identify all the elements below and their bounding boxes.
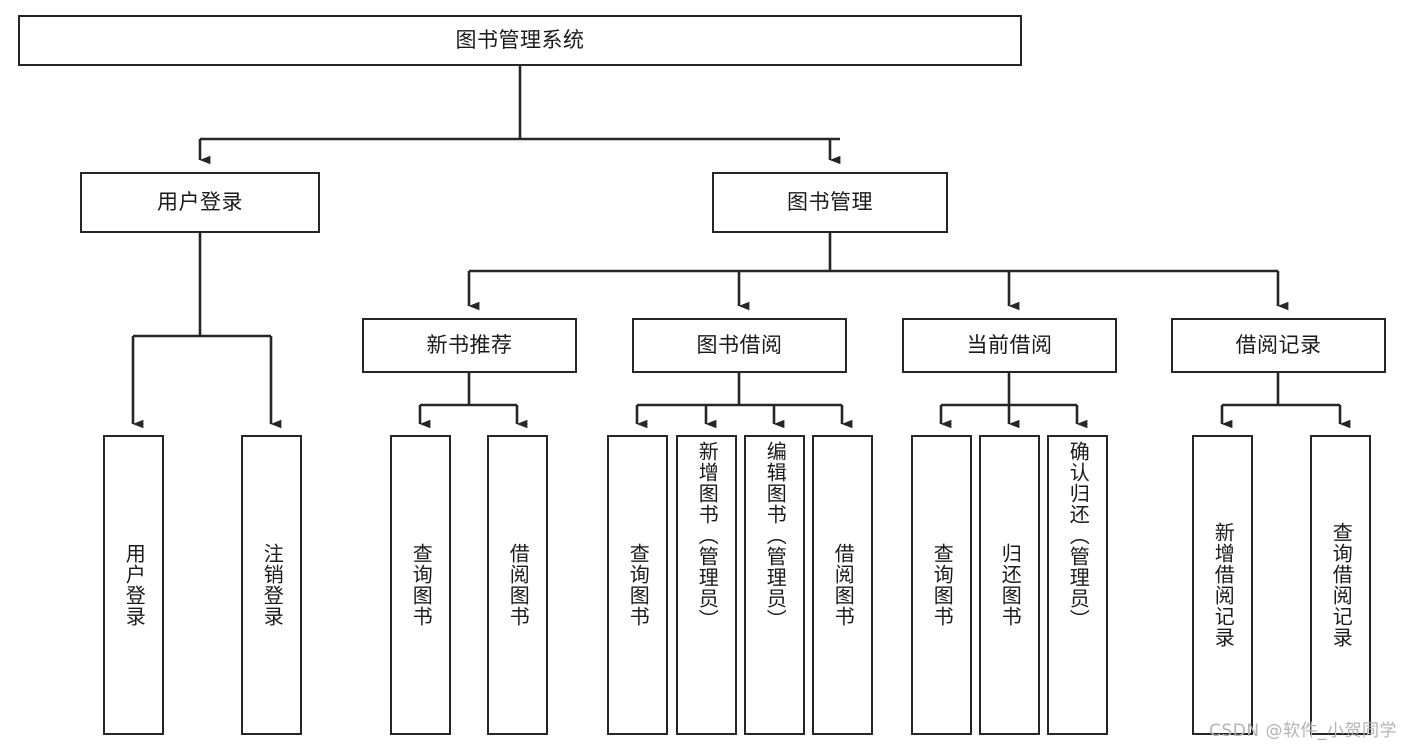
node-leaf-query-book-1-label: 查询图书 bbox=[409, 543, 434, 627]
node-book-borrow[interactable]: 图书借阅 bbox=[632, 318, 847, 373]
node-new-book-rec-label: 新书推荐 bbox=[426, 333, 513, 358]
node-user-login-label: 用户登录 bbox=[157, 190, 243, 215]
node-leaf-borrow-book-1[interactable]: 借阅图书 bbox=[487, 435, 548, 735]
node-leaf-borrow-book-2-label: 借阅图书 bbox=[831, 543, 856, 627]
node-leaf-edit-book-label: 编辑图书（管理员） bbox=[763, 441, 788, 630]
node-root[interactable]: 图书管理系统 bbox=[18, 15, 1022, 66]
node-leaf-query-book-2-label: 查询图书 bbox=[626, 543, 651, 627]
node-borrow-record-label: 借阅记录 bbox=[1235, 333, 1322, 358]
node-book-borrow-label: 图书借阅 bbox=[696, 333, 783, 358]
node-leaf-query-record-label: 查询借阅记录 bbox=[1329, 522, 1354, 648]
node-leaf-query-record[interactable]: 查询借阅记录 bbox=[1310, 435, 1371, 735]
node-leaf-user-login-label: 用户登录 bbox=[122, 543, 147, 627]
node-leaf-query-book-2[interactable]: 查询图书 bbox=[607, 435, 668, 735]
node-leaf-borrow-book-2[interactable]: 借阅图书 bbox=[812, 435, 873, 735]
node-current-borrow[interactable]: 当前借阅 bbox=[902, 318, 1117, 373]
node-current-borrow-label: 当前借阅 bbox=[966, 333, 1053, 358]
node-root-label: 图书管理系统 bbox=[455, 28, 585, 53]
node-leaf-add-book[interactable]: 新增图书（管理员） bbox=[676, 435, 737, 735]
node-leaf-logout-login[interactable]: 注销登录 bbox=[241, 435, 302, 735]
node-leaf-return-book-label: 归还图书 bbox=[998, 543, 1023, 627]
node-borrow-record[interactable]: 借阅记录 bbox=[1171, 318, 1386, 373]
node-leaf-return-book[interactable]: 归还图书 bbox=[979, 435, 1040, 735]
node-leaf-add-record[interactable]: 新增借阅记录 bbox=[1192, 435, 1253, 735]
node-book-manage[interactable]: 图书管理 bbox=[712, 172, 948, 233]
node-user-login[interactable]: 用户登录 bbox=[80, 172, 320, 233]
node-leaf-add-record-label: 新增借阅记录 bbox=[1211, 522, 1236, 648]
node-book-manage-label: 图书管理 bbox=[787, 190, 873, 215]
node-leaf-query-book-1[interactable]: 查询图书 bbox=[390, 435, 451, 735]
watermark-text: CSDN @软件_小贺同学 bbox=[1209, 721, 1397, 741]
node-leaf-user-login[interactable]: 用户登录 bbox=[103, 435, 164, 735]
node-leaf-logout-login-label: 注销登录 bbox=[260, 543, 285, 627]
node-leaf-borrow-book-1-label: 借阅图书 bbox=[506, 543, 531, 627]
node-leaf-confirm-return[interactable]: 确认归还（管理员） bbox=[1047, 435, 1108, 735]
node-leaf-query-book-3-label: 查询图书 bbox=[930, 543, 955, 627]
node-leaf-query-book-3[interactable]: 查询图书 bbox=[911, 435, 972, 735]
node-new-book-rec[interactable]: 新书推荐 bbox=[362, 318, 577, 373]
node-leaf-confirm-return-label: 确认归还（管理员） bbox=[1066, 441, 1091, 630]
node-leaf-add-book-label: 新增图书（管理员） bbox=[695, 441, 720, 630]
node-leaf-edit-book[interactable]: 编辑图书（管理员） bbox=[744, 435, 805, 735]
